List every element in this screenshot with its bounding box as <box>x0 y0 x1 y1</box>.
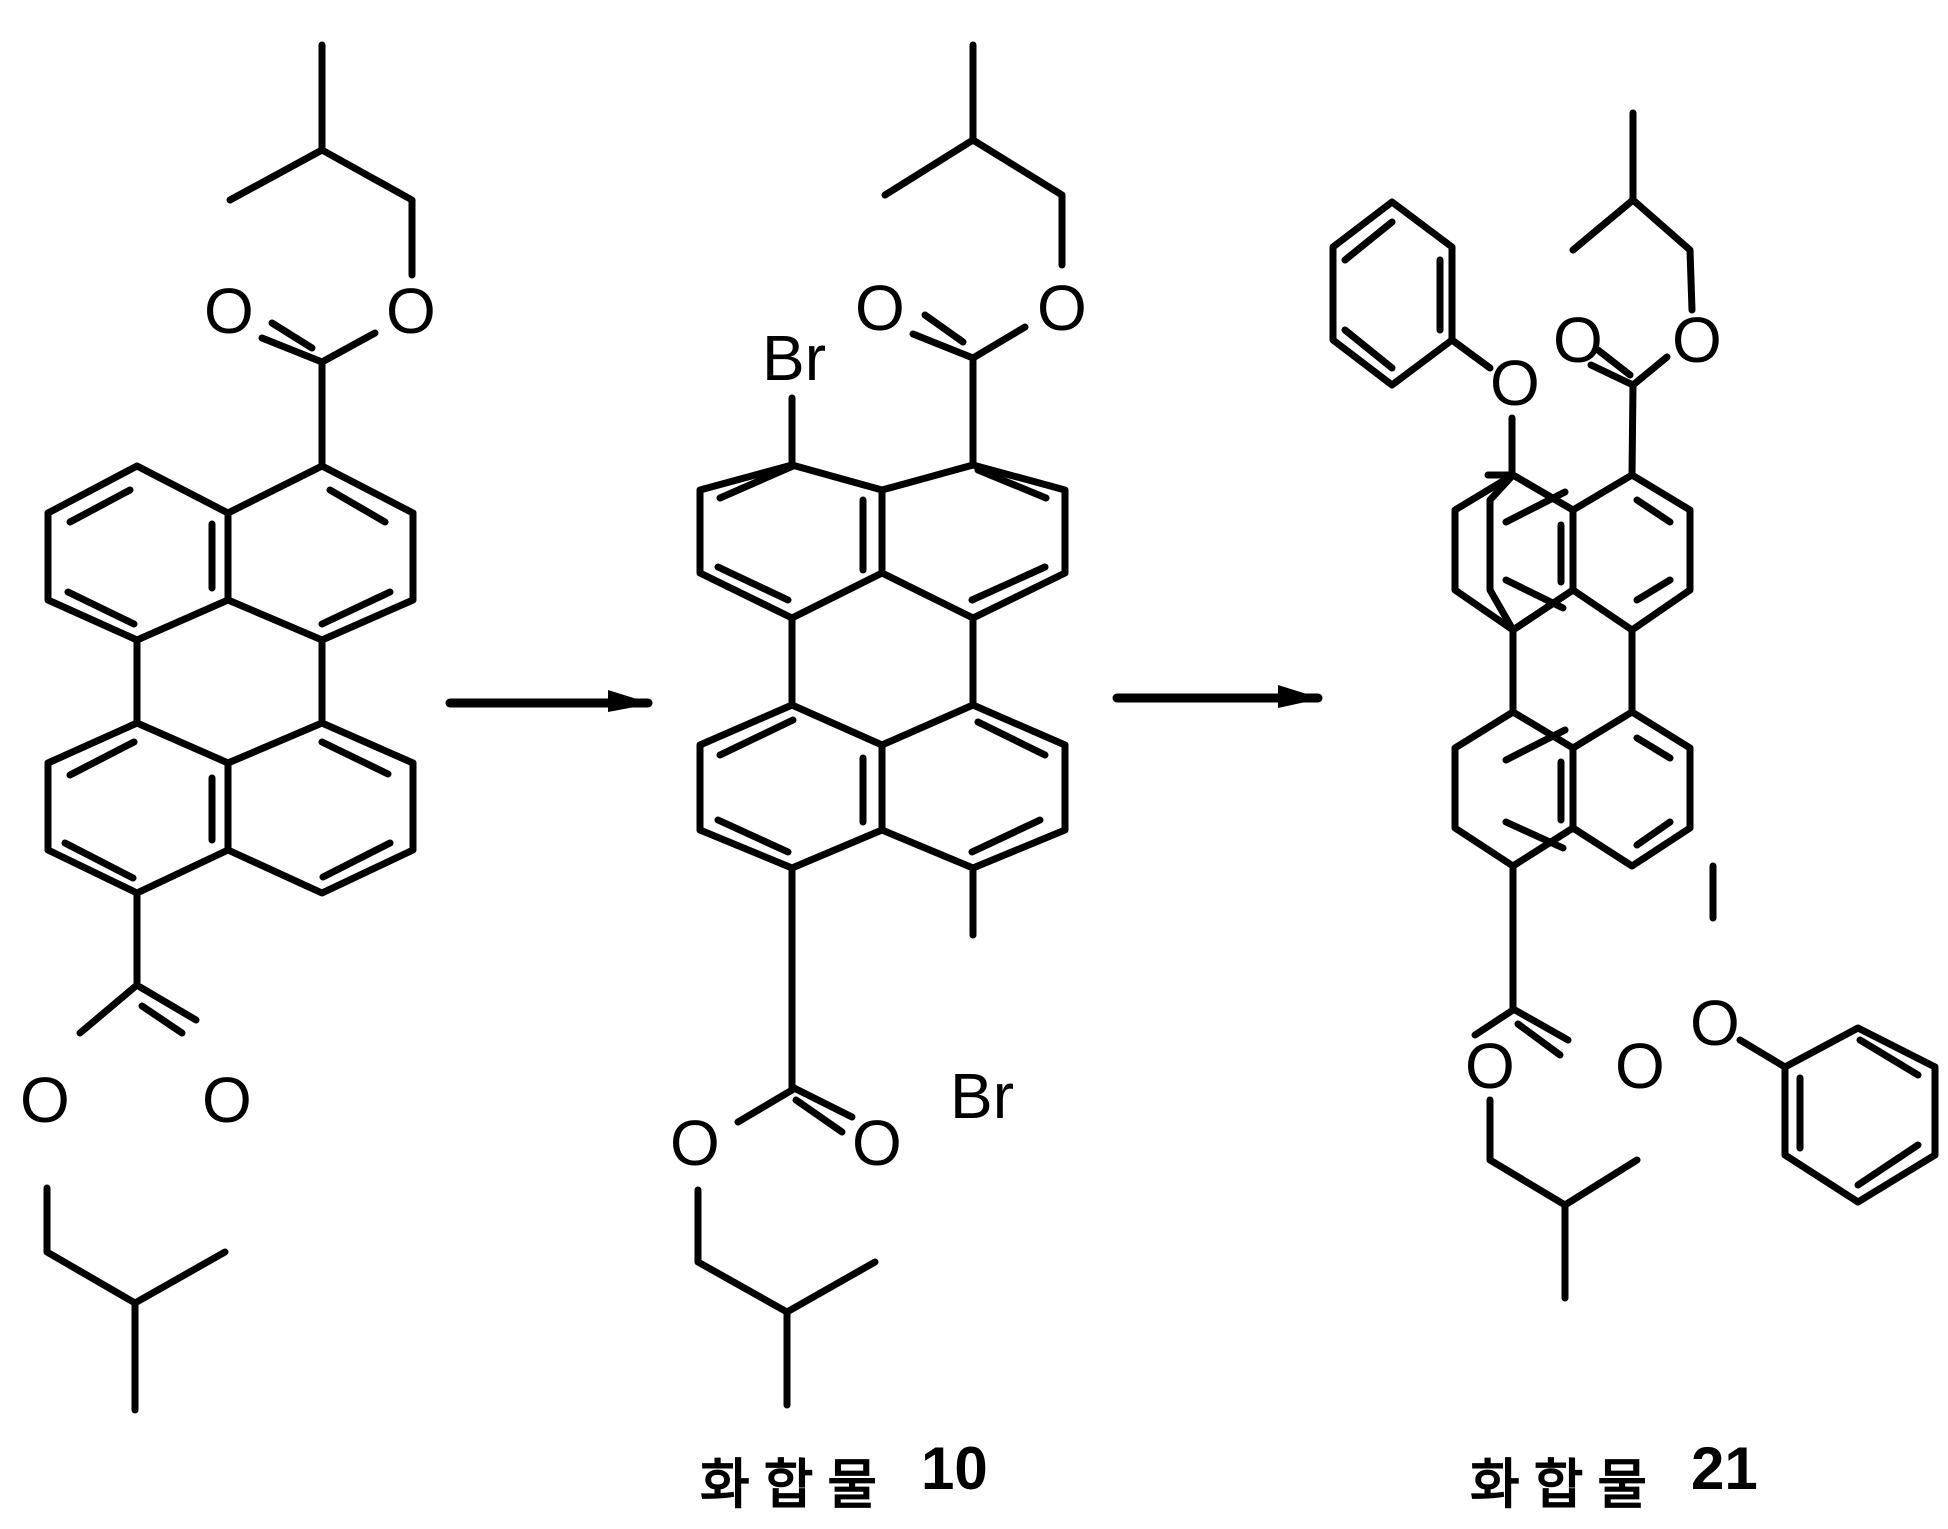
oxygen-atom: O <box>204 275 254 347</box>
oxygen-atom: O <box>1553 304 1603 376</box>
compound-21-structure: O O O O <box>1329 109 1939 1302</box>
oxygen-atom: O <box>1672 304 1722 376</box>
oxygen-atom: O <box>852 1107 902 1179</box>
oxygen-atom: O <box>1690 987 1740 1059</box>
reaction-arrow-2 <box>1112 685 1323 708</box>
oxygen-atom: O <box>1465 1030 1515 1102</box>
compound-10-structure: O O Br Br O O <box>670 41 1087 1409</box>
compound-number: 21 <box>1691 1435 1758 1502</box>
reaction-arrow-1 <box>445 690 653 712</box>
compound-label-prefix: 화합물 <box>1470 1453 1662 1516</box>
oxygen-atom: O <box>1037 272 1087 344</box>
oxygen-atom: O <box>855 272 905 344</box>
compound-number: 10 <box>921 1435 988 1502</box>
oxygen-atom: O <box>1490 347 1540 419</box>
compound-label-prefix: 화합물 <box>700 1453 892 1516</box>
starting-material-structure: O O O O <box>20 41 436 1414</box>
oxygen-atom: O <box>202 1064 252 1136</box>
compound-21-label: 화합물 21 <box>1470 1435 1758 1519</box>
oxygen-atom: O <box>386 275 436 347</box>
bromine-atom: Br <box>950 1060 1014 1132</box>
oxygen-atom: O <box>670 1107 720 1179</box>
bromine-atom: Br <box>762 322 826 394</box>
oxygen-atom: O <box>20 1064 70 1136</box>
compound-10-label: 화합물 10 <box>700 1435 988 1519</box>
oxygen-atom: O <box>1615 1030 1665 1102</box>
